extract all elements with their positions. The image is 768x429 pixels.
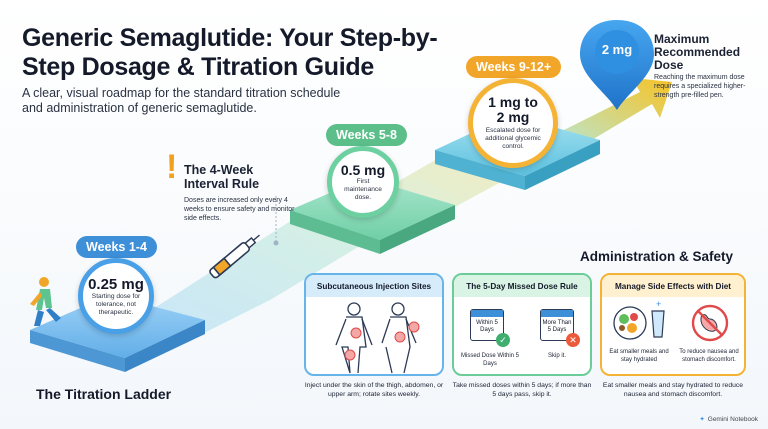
ladder-label: The Titration Ladder <box>36 386 172 402</box>
water-glass-icon: + <box>651 299 665 338</box>
side-effects-card: Manage Side Effects with Diet + Eat smal… <box>600 273 746 376</box>
check-icon: ✓ <box>496 333 510 347</box>
brand-footer: ✦ Gemini Notebook <box>699 415 758 424</box>
step1-note: Starting dose for tolerance, not therape… <box>91 292 141 316</box>
max-dose-title: Maximum Recommended Dose <box>654 32 741 72</box>
max-dose-value: 2 mg <box>601 42 633 57</box>
missed-dose-card: The 5-Day Missed Dose Rule Within 5 Days… <box>452 273 592 376</box>
step3-weeks-pill: Weeks 9-12+ <box>466 56 562 78</box>
eat-smaller-label: Eat smaller meals and stay hydrated <box>609 349 669 363</box>
injection-sites-card: Subcutaneous Injection Sites <box>304 273 444 376</box>
side-effects-caption: Eat smaller meals and stay hydrated to r… <box>602 382 744 398</box>
step1-dose-circle: 0.25 mg Starting dose for tolerance, not… <box>78 258 154 334</box>
person-climbing-icon <box>30 277 61 326</box>
step3-note: Escalated dose for additional glycemic c… <box>485 127 541 150</box>
sparkle-icon: ✦ <box>699 416 705 423</box>
max-dose-note: Reaching the maximum dose requires a spe… <box>654 74 746 99</box>
step1-dose: 0.25 mg <box>88 275 144 293</box>
injection-sites-caption: Inject under the skin of the thigh, abdo… <box>304 382 444 398</box>
cross-icon: ✕ <box>566 333 580 347</box>
step2-dose-circle: 0.5 mg First maintenance dose. <box>327 146 399 218</box>
body-diagram-icon <box>335 302 420 374</box>
injection-pen-icon <box>209 234 260 279</box>
no-nausea-icon <box>691 304 729 342</box>
location-pin-icon <box>580 20 654 110</box>
page-subtitle: A clear, visual roadmap for the standard… <box>22 86 341 115</box>
step2-note: First maintenance dose. <box>344 178 382 201</box>
interval-rule-title: The 4-Week Interval Rule <box>184 163 260 191</box>
side-effects-title: Manage Side Effects with Diet <box>602 275 744 297</box>
healthy-plate-icon <box>613 306 647 340</box>
step2-dose: 0.5 mg <box>340 162 386 178</box>
missed-skip-label: Skip it. <box>547 353 566 359</box>
step2-weeks-pill: Weeks 5-8 <box>326 124 407 146</box>
missed-dose-title: The 5-Day Missed Dose Rule <box>454 275 590 297</box>
svg-text:+: + <box>656 299 661 309</box>
exclamation-icon: ! <box>166 148 178 186</box>
ladder-arrow <box>560 78 672 150</box>
step3-dose-circle: 1 mg to 2 mg Escalated dose for addition… <box>468 78 558 168</box>
diet-icons: + <box>613 299 729 342</box>
interval-rule-text: Doses are increased only every 4 weeks t… <box>184 197 295 222</box>
missed-dose-caption: Take missed doses within 5 days; if more… <box>452 382 592 398</box>
reduce-nausea-label: To reduce nausea and stomach discomfort. <box>679 349 739 363</box>
step3-dose: 1 mg to 2 mg <box>488 94 538 125</box>
brand-name: Gemini Notebook <box>707 415 758 423</box>
admin-title: Administration & Safety <box>580 249 734 264</box>
missed-within-label: Missed Dose Within 5 Days <box>460 353 520 367</box>
step1-weeks-pill: Weeks 1-4 <box>76 236 157 258</box>
injection-sites-title: Subcutaneous Injection Sites <box>306 275 442 297</box>
page-title: Generic Semaglutide: Your Step-by-Step D… <box>22 24 438 81</box>
